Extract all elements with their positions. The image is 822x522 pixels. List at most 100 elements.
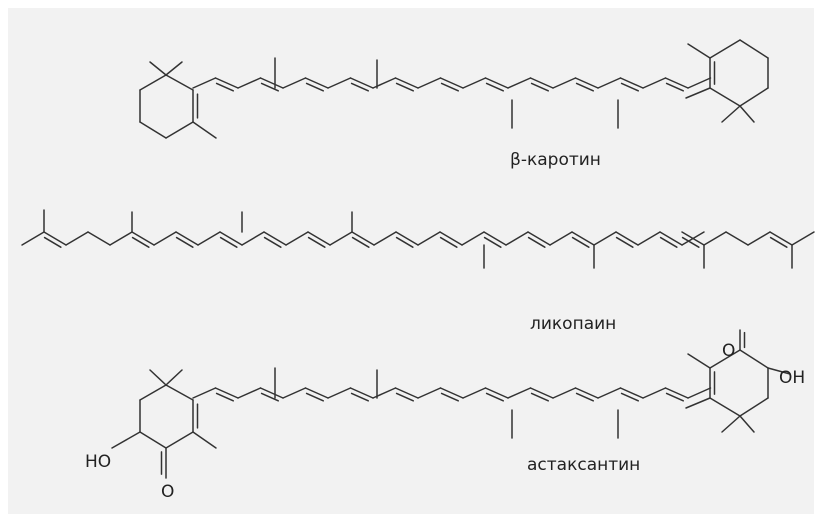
single-bond [373,231,397,246]
single-bond [149,369,167,386]
single-bond [721,105,741,123]
single-bond [329,231,353,246]
double-bond [439,231,463,246]
single-bond [461,231,485,246]
double-bond [529,77,554,89]
double-bond-inner [620,392,639,402]
single-bond [637,231,661,246]
double-bond-inner [131,236,150,248]
double-bond [304,77,329,89]
single-bond [593,231,617,246]
double-bond-inner [305,392,324,402]
double-bond-inner [485,392,504,402]
double-bond [131,231,155,246]
single-bond [139,121,167,139]
double-bond [664,77,689,89]
double-bond-inner [530,392,549,402]
single-bond [241,231,265,246]
single-bond [192,77,217,89]
single-bond [237,387,262,399]
beta-carotene-structure [139,39,769,139]
double-bond-inner [175,236,194,248]
double-bond-inner [485,82,504,92]
single-bond [165,431,194,449]
single-bond [153,231,177,246]
single-bond [739,415,755,433]
double-bond [351,231,375,246]
double-bond-inner [571,236,590,248]
single-bond [192,431,217,449]
single-bond [507,387,532,399]
single-bond [165,384,194,401]
double-bond-inner [620,82,639,92]
double-bond [214,77,239,89]
hydroxyl-group-left: HO [85,452,111,472]
double-bond [769,231,793,246]
double-bond-inner [575,82,594,92]
double-bond [664,387,689,399]
double-bond [681,231,705,246]
double-bond-inner [350,82,369,92]
double-bond-inner [215,82,234,92]
single-bond [111,431,141,449]
single-bond [282,387,307,399]
double-bond [619,77,644,89]
double-bond [395,231,419,246]
single-bond [687,387,712,399]
single-bond [703,231,727,246]
double-bond [394,387,419,399]
double-bond-inner [575,392,594,402]
double-bond-inner [215,392,234,402]
single-bond [87,231,111,246]
single-bond [282,77,307,89]
double-bond [175,231,199,246]
single-bond [165,121,194,139]
double-bond-inner [527,236,546,248]
single-bond [597,77,622,89]
single-bond [149,61,167,76]
single-bond [687,43,711,59]
single-bond [285,231,309,246]
double-bond-inner [665,392,684,402]
single-bond [739,349,769,369]
double-bond-inner [307,236,326,248]
single-bond [165,369,183,386]
diagram-panel [8,8,814,514]
single-bond [767,367,791,375]
single-bond [165,74,194,91]
double-bond [574,387,599,399]
double-bond [219,231,243,246]
single-bond [725,231,749,246]
double-bond [619,387,644,399]
single-bond [739,397,769,417]
double-bond [484,387,509,399]
double-bond [307,231,331,246]
single-bond [237,77,262,89]
hydroxyl-group-right: OH [779,368,805,388]
double-bond [527,231,551,246]
single-bond [505,231,529,246]
double-bond [483,231,507,246]
single-bond [747,231,771,246]
double-bond-inner [395,236,414,248]
single-bond [462,77,487,89]
single-bond [721,415,741,433]
single-bond [709,397,741,417]
single-bond [709,349,741,369]
double-bond-inner [263,236,282,248]
double-bond-inner [305,82,324,92]
oxygen-atom-right: O [722,341,735,361]
single-bond [739,39,769,59]
double-bond [439,77,464,89]
double-bond [615,231,639,246]
single-bond [197,231,221,246]
single-bond [327,77,352,89]
single-bond [507,77,532,89]
beta-carotene-label: β-каротин [510,150,601,170]
double-bond [439,387,464,399]
double-bond-inner [260,392,279,402]
double-bond [43,231,67,246]
double-bond-inner [219,236,238,248]
single-bond [739,87,769,107]
